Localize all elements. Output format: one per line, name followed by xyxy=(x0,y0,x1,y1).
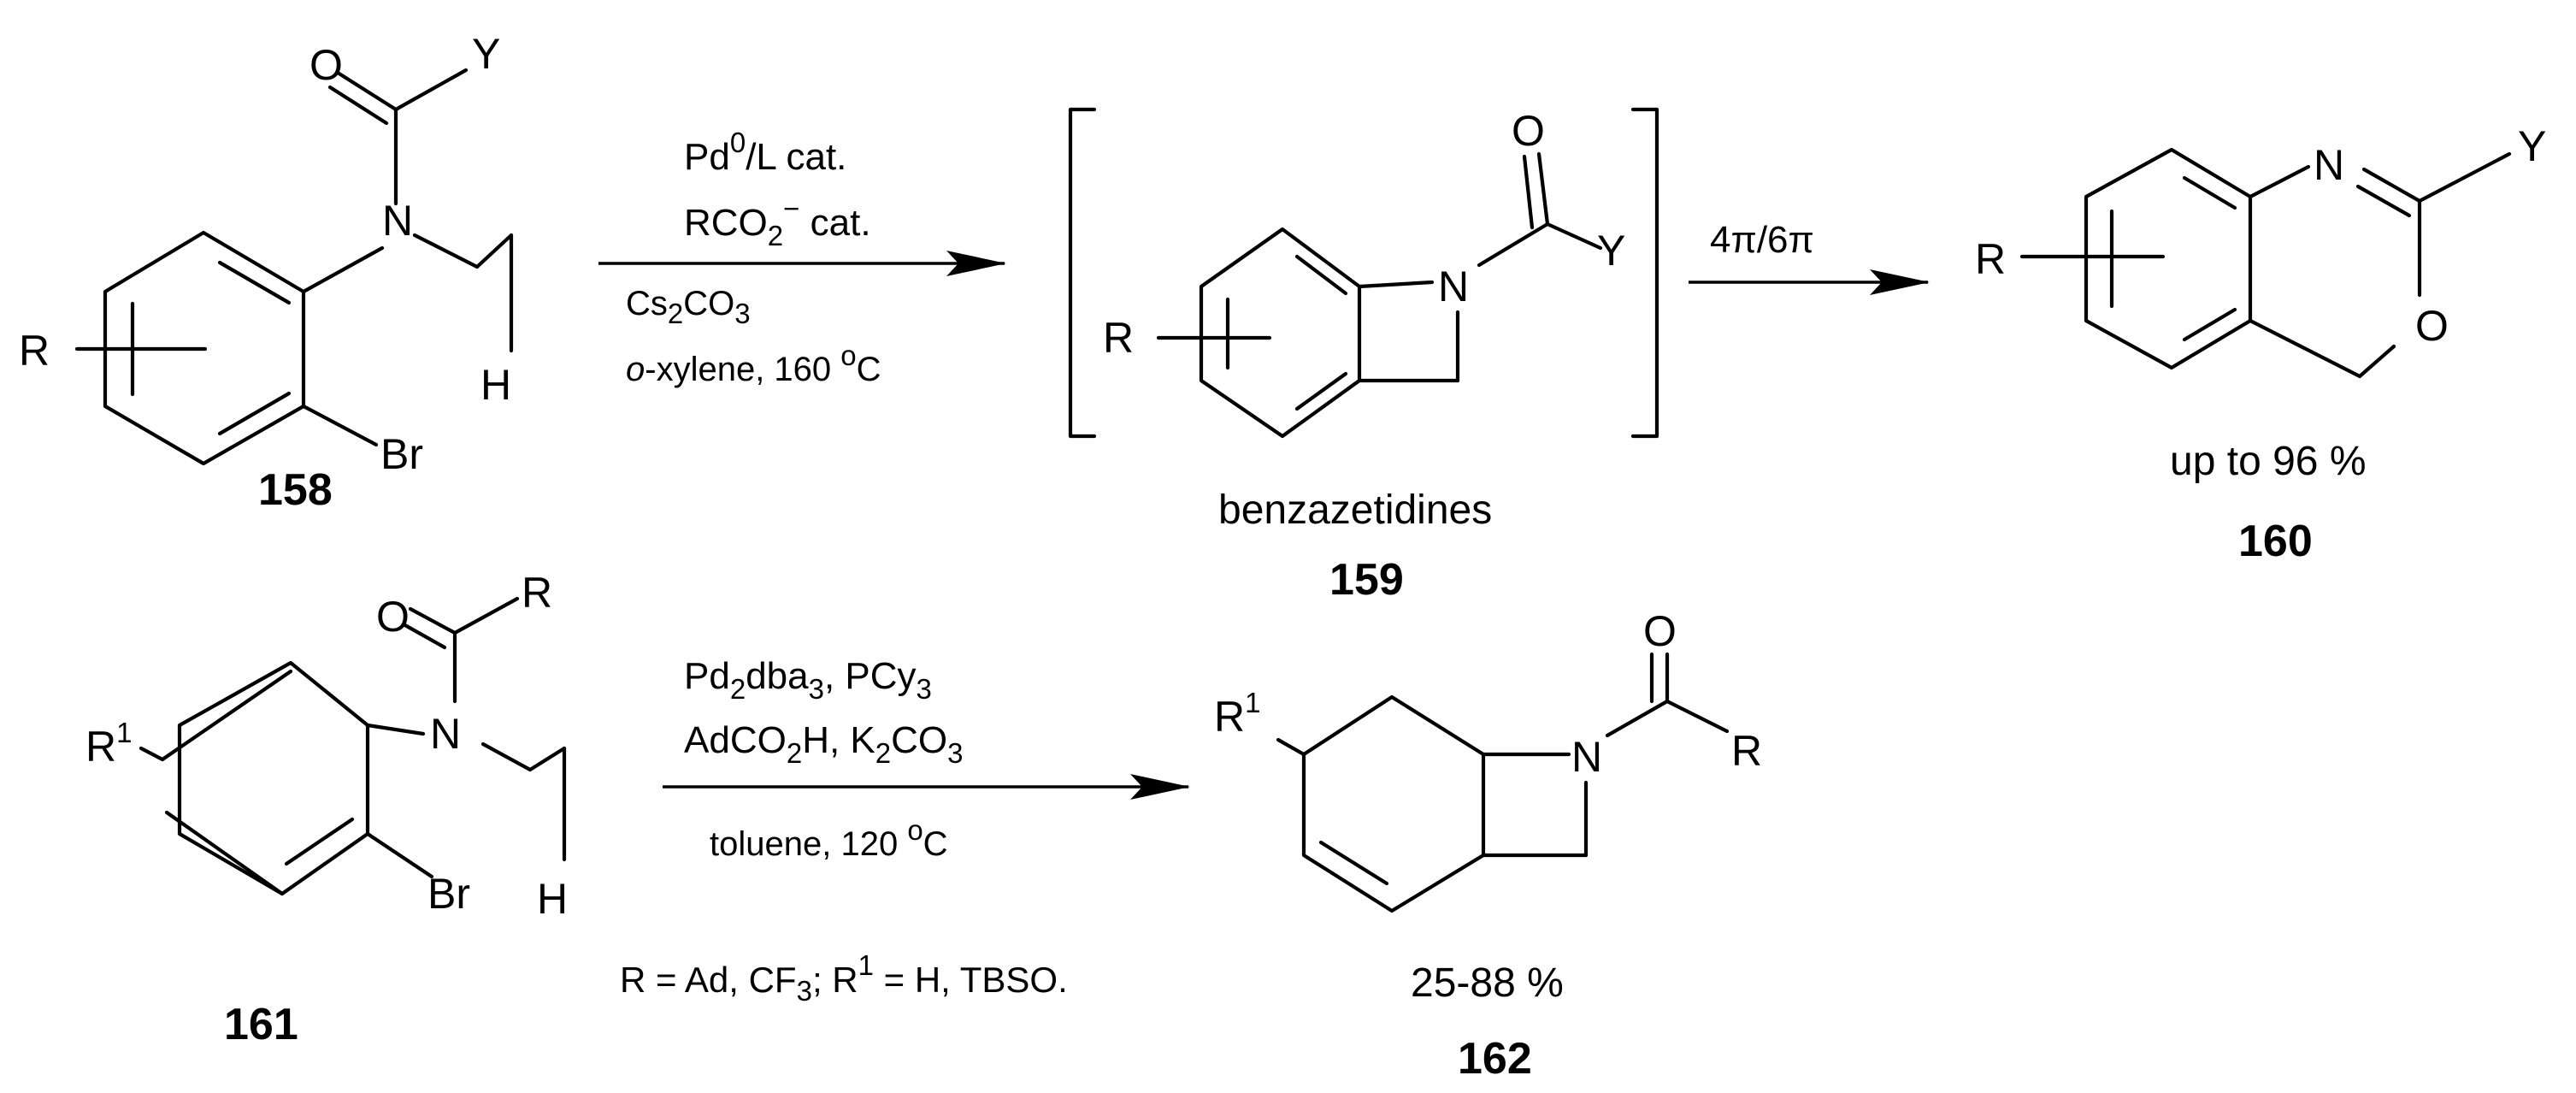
compound-161-label: 161 xyxy=(224,1000,298,1049)
compound-159-bonds xyxy=(1156,151,1603,439)
compound-161-bonds xyxy=(139,596,567,896)
compound-161-atom-r1: R1 xyxy=(85,717,132,771)
condition-pd2dba3-pcy3: Pd2dba3, PCy3 xyxy=(684,655,932,705)
compound-158-atom-y: Y xyxy=(472,30,500,78)
compound-159-atom-y: Y xyxy=(1597,227,1625,275)
compound-161-atom-r: R xyxy=(522,569,552,617)
compound-162-label: 162 xyxy=(1458,1034,1532,1084)
compound-158: O Y N H R Br 158 xyxy=(19,30,514,515)
compound-162-atom-r: R xyxy=(1731,727,1762,775)
compound-158-atom-br: Br xyxy=(380,430,423,478)
compound-158-label: 158 xyxy=(258,465,333,515)
compound-162-atom-r1: R1 xyxy=(1214,687,1260,741)
condition-adco2h-k2co3: AdCO2H, K2CO3 xyxy=(684,719,963,769)
compound-158-atom-r: R xyxy=(19,327,50,375)
compound-161-atom-h: H xyxy=(537,875,568,923)
compound-160-atom-y: Y xyxy=(2518,122,2546,170)
compound-161-atom-n: N xyxy=(430,710,461,758)
compound-162-atom-n: N xyxy=(1571,733,1602,781)
condition-toluene-120c: toluene, 120 oC xyxy=(710,814,948,863)
substituent-note: R = Ad, CF3; R1 = H, TBSO. xyxy=(620,949,1068,1007)
compound-158-atom-h: H xyxy=(480,361,511,409)
compound-158-bonds xyxy=(74,68,514,466)
condition-o-xylene-160c: o-xylene, 160 oC xyxy=(626,340,881,388)
condition-rco2-cat: RCO2− cat. xyxy=(684,192,871,251)
condition-cs2co3: Cs2CO3 xyxy=(626,285,751,329)
compound-158-atom-n: N xyxy=(382,197,413,245)
compound-159-atom-n: N xyxy=(1438,263,1469,310)
compound-162: O R R1 N 25-88 % 162 xyxy=(1214,607,1762,1084)
compound-162-bonds xyxy=(1276,652,1730,913)
compound-160-bonds xyxy=(2019,147,2512,379)
compound-161-atom-o: O xyxy=(376,593,410,641)
compound-162-yield: 25-88 % xyxy=(1411,960,1564,1006)
bracket-left xyxy=(1068,107,1097,439)
bracket-right xyxy=(1630,107,1659,439)
compound-161: O R R1 N H Br 161 xyxy=(85,569,568,1049)
compound-160-yield: up to 96 % xyxy=(2170,439,2367,484)
condition-pd0-l-cat: Pd0/L cat. xyxy=(684,127,846,178)
compound-159-atom-r: R xyxy=(1103,314,1134,362)
compound-159-label: 159 xyxy=(1329,555,1404,605)
compound-160-label: 160 xyxy=(2238,517,2313,566)
condition-4pi-6pi: 4π/6π xyxy=(1710,219,1814,261)
compound-161-atom-br: Br xyxy=(427,870,470,918)
compound-160-atom-r: R xyxy=(1975,235,2006,283)
compound-158-atom-o: O xyxy=(309,41,343,89)
compound-159-atom-o: O xyxy=(1512,107,1545,155)
compound-160: N Y O R up to 96 % 160 xyxy=(1975,122,2546,566)
compound-160-atom-n: N xyxy=(2314,141,2344,189)
compound-159: O N Y R benzazetidines 159 xyxy=(1068,107,1659,605)
compound-162-atom-o: O xyxy=(1643,607,1677,655)
compound-160-atom-o: O xyxy=(2415,302,2449,350)
compound-159-caption: benzazetidines xyxy=(1218,487,1492,533)
